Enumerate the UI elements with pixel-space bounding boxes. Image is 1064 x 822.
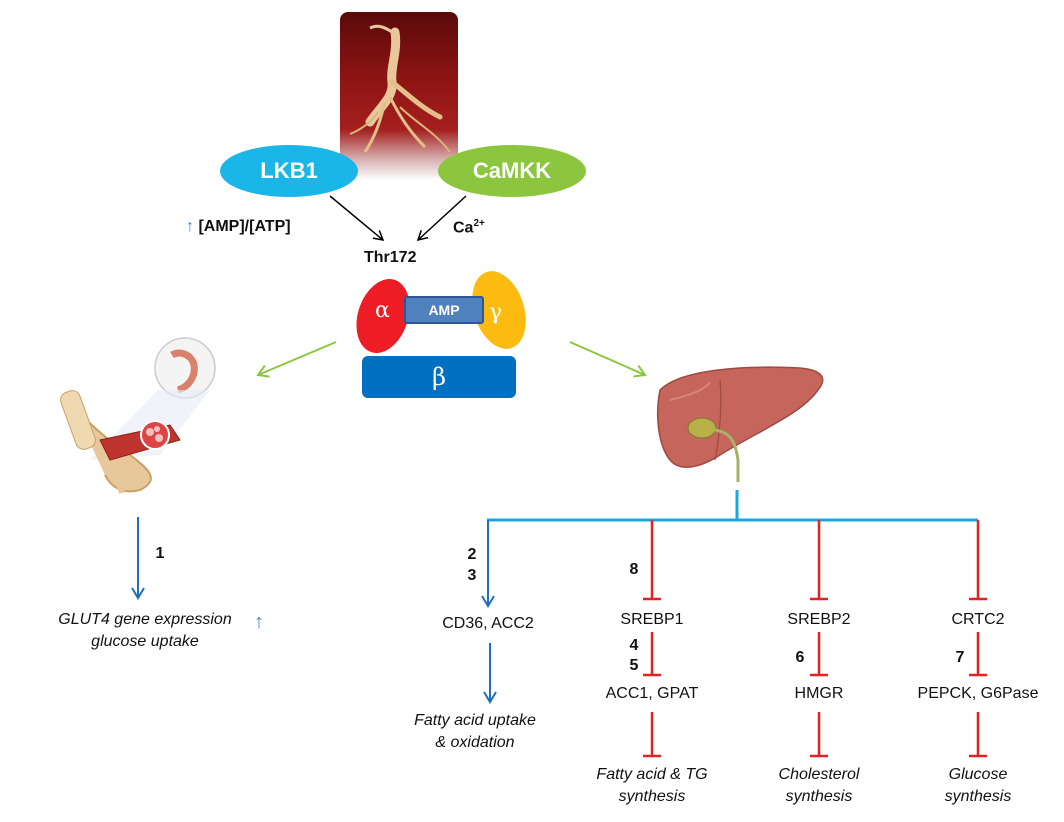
step-1-label: 1 xyxy=(155,545,165,562)
liver-illustration xyxy=(650,360,830,485)
branch3-inhibit-srebp2 xyxy=(810,520,828,601)
step-8-label: 8 xyxy=(629,561,639,578)
glucose-synthesis-outcome: Glucose synthesis xyxy=(918,764,1038,808)
camkk-node: CaMKK xyxy=(438,145,586,197)
beta-label: β xyxy=(432,363,446,391)
fatty-acid-tg-line2: synthesis xyxy=(618,788,686,805)
amp-atp-label: [AMP]/[ATP] xyxy=(198,218,291,235)
step-2-label: 2 xyxy=(467,546,477,563)
glut4-outcome: GLUT4 gene expression glucose uptake xyxy=(40,609,250,653)
gamma-label: γ xyxy=(489,300,503,325)
crtc2-label: CRTC2 xyxy=(951,611,1005,628)
up-arrow-icon: ↑ xyxy=(254,611,264,633)
up-arrow-icon: ↑ xyxy=(186,218,194,235)
branch3-inhibit-synthesis xyxy=(810,712,828,758)
branch2-inhibit-targets xyxy=(643,632,661,677)
lkb1-label: LKB1 xyxy=(260,158,318,183)
amp-box: AMP xyxy=(404,296,484,324)
branch2-inhibit-srebp1 xyxy=(643,520,661,601)
branch4-inhibit-synthesis xyxy=(969,712,987,758)
step-5-label: 5 xyxy=(629,657,639,674)
step-6-label: 6 xyxy=(795,649,805,666)
alpha-label: α xyxy=(375,298,390,323)
ampk-to-liver-arrow xyxy=(569,341,647,378)
fatty-acid-tg-line1: Fatty acid & TG xyxy=(596,766,708,783)
amp-box-label: AMP xyxy=(428,302,460,318)
pepck-g6pase-label: PEPCK, G6Pase xyxy=(917,685,1039,702)
step-4-label: 4 xyxy=(629,637,639,654)
cholesterol-line1: Cholesterol xyxy=(778,766,860,783)
hmgr-label: HMGR xyxy=(794,685,844,702)
calcium-text: Ca xyxy=(453,219,474,237)
branch2-inhibit-synthesis xyxy=(643,712,661,758)
thr172-text: Thr172 xyxy=(364,249,417,266)
glucose-synthesis-line1: Glucose xyxy=(948,766,1008,783)
calcium-superscript: 2+ xyxy=(473,218,485,229)
step-3-label: 3 xyxy=(467,567,477,584)
amp-atp-ratio: ↑ [AMP]/[ATP] xyxy=(186,218,291,236)
fatty-acid-tg-outcome: Fatty acid & TG synthesis xyxy=(567,764,737,808)
lkb1-node: LKB1 xyxy=(220,145,358,197)
fatty-acid-uptake-outcome: Fatty acid uptake & oxidation xyxy=(395,710,555,754)
srebp1-label: SREBP1 xyxy=(620,611,684,628)
branch4-inhibit-crtc2 xyxy=(969,520,987,601)
glut4-outcome-line1: GLUT4 gene expression xyxy=(58,611,232,628)
branch3-inhibit-hmgr xyxy=(810,632,828,677)
ampk-to-muscle-arrow xyxy=(256,341,337,378)
camkk-arrow xyxy=(416,195,467,242)
fatty-acid-uptake-line2: & oxidation xyxy=(435,734,515,751)
glut4-outcome-line2: glucose uptake xyxy=(91,633,199,650)
camkk-label: CaMKK xyxy=(472,158,552,183)
ginseng-root-image xyxy=(340,12,458,180)
thr172-label: Thr172 xyxy=(364,249,416,267)
cholesterol-line2: synthesis xyxy=(785,788,853,805)
cholesterol-outcome: Cholesterol synthesis xyxy=(749,764,889,808)
glucose-synthesis-line2: synthesis xyxy=(944,788,1012,805)
branch4-inhibit-pepck xyxy=(969,632,987,677)
step-7-label: 7 xyxy=(955,649,965,666)
muscle-illustration xyxy=(60,335,230,500)
lkb1-arrow xyxy=(329,195,385,241)
srebp2-label: SREBP2 xyxy=(787,611,851,628)
ampk-beta-subunit: β xyxy=(362,356,516,398)
calcium-label: Ca2+ xyxy=(453,218,485,237)
fatty-acid-uptake-line1: Fatty acid uptake xyxy=(414,712,536,729)
cd36-acc2-label: CD36, ACC2 xyxy=(442,615,534,632)
acc1-gpat-label: ACC1, GPAT xyxy=(605,685,699,702)
